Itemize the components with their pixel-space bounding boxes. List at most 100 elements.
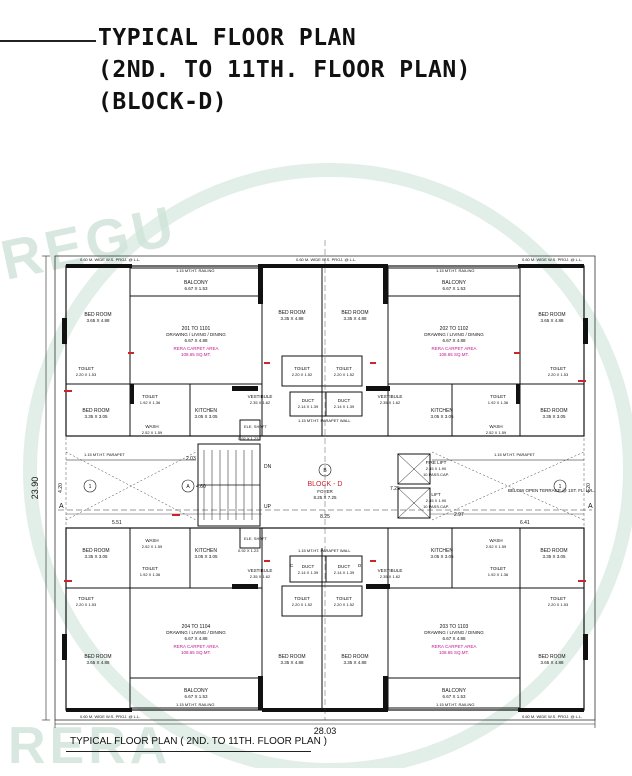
wash-tl-label: WASH <box>145 424 158 429</box>
drawing-caption: TYPICAL FLOOR PLAN ( 2ND. TO 11TH. FLOOR… <box>70 736 327 747</box>
parapet-wall-top: 1.15 MT.HT. PARAPET WALL <box>298 418 351 423</box>
dining-tl-label: DRAWING / LIVING / DINING <box>166 332 226 337</box>
toilet-or1-label: TOILET <box>550 366 566 371</box>
balcony-tl-label: BALCONY <box>184 280 209 286</box>
bedroom3-br-label: BED ROOM <box>540 548 567 554</box>
duct-t1-size: 2.14 X 1.39 <box>298 404 319 409</box>
parapet-wall-bottom: 1.15 MT.HT. PARAPET WALL <box>298 548 351 553</box>
dim-5-51: 5.51 <box>112 520 122 526</box>
grid-marker-a-circle: A <box>186 484 190 490</box>
fire-lift-capacity: 10 PASS.CAP. <box>423 472 449 477</box>
vestibule-br-size: 2.35 X 1.62 <box>380 574 401 579</box>
foyer-size: 8.25 X 7.25 <box>313 495 337 500</box>
wash-br-size: 2.52 X 1.59 <box>486 544 507 549</box>
toilet-c2-label: TOILET <box>336 366 352 371</box>
railing-note-br: 1.15 MT.HT. RAILING <box>436 702 474 707</box>
edge-note-bottom-right: 0.60 M. WIDE W.S. PROJ. @ L.L. <box>522 714 582 719</box>
carpet-tr-label: RERA CARPET AREA <box>432 346 477 351</box>
dining-br-size: 6.67 X 4.88 <box>442 636 466 641</box>
shaft-bottom-label: ELE. SHAFT <box>244 536 267 541</box>
unit-br-number: 203 TO 1103 <box>440 624 469 630</box>
balcony-tr-size: 6.67 X 1.53 <box>442 286 466 291</box>
duct-b1-label: DUCT <box>302 564 315 569</box>
overall-width: 28.03 <box>314 726 337 736</box>
edge-note-top-right: 0.60 M. WIDE W.S. PROJ. @ L.L. <box>522 257 582 262</box>
vestibule-bl-label: VESTIBULE <box>248 568 273 573</box>
vestibule-tr-label: VESTIBULE <box>378 394 403 399</box>
bedroom-tr-size: 3.65 X 4.88 <box>540 318 564 323</box>
toilet-ol1-label: TOILET <box>78 366 94 371</box>
lift-capacity: 10 PASS.CAP. <box>423 504 449 509</box>
toilet-s4-label: TOILET <box>490 566 506 571</box>
balcony-tl-size: 6.67 X 1.53 <box>184 286 208 291</box>
dining-tl-size: 6.67 X 4.88 <box>184 338 208 343</box>
overall-depth: 23.90 <box>30 477 40 500</box>
railing-note-tr: 1.15 MT.HT. RAILING <box>436 268 474 273</box>
edge-note-bottom-left: 0.60 M. WIDE W.S. PROJ. @ L.L. <box>80 714 140 719</box>
railing-note-bl: 1.15 MT.HT. RAILING <box>176 702 214 707</box>
grid-marker-1: 1 <box>89 484 92 490</box>
balcony-tr-label: BALCONY <box>442 280 467 286</box>
unit-tr-number: 202 TO 1102 <box>440 326 469 332</box>
railing-note-tl: 1.15 MT.HT. RAILING <box>176 268 214 273</box>
wash-br-label: WASH <box>489 538 502 543</box>
toilet-s3-size: 1.92 X 1.36 <box>140 572 161 577</box>
vestibule-tr-size: 2.35 X 1.62 <box>380 400 401 405</box>
carpet-tl-label: RERA CARPET AREA <box>174 346 219 351</box>
vestibule-tl-size: 2.35 X 1.62 <box>250 400 271 405</box>
page-title: TYPICAL FLOOR PLAN (2ND. TO 11TH. FLOOR … <box>98 22 471 118</box>
fire-lift-size: 2.45 X 1.90 <box>426 466 447 471</box>
kitchen-bl-size: 3.05 X 3.05 <box>194 554 218 559</box>
dining-bl-label: DRAWING / LIVING / DINING <box>166 630 226 635</box>
dimension-lines <box>42 255 596 728</box>
balcony-br-size: 6.67 X 1.53 <box>442 694 466 699</box>
shaft-bottom-size: 0.92 X 1.23 <box>238 548 259 553</box>
wash-tr-size: 2.52 X 1.59 <box>486 430 507 435</box>
duct-t2-label: DUCT <box>338 398 351 403</box>
duct-t1-label: DUCT <box>302 398 315 403</box>
center-dimension: 8.25 <box>320 514 330 520</box>
foyer-label: FOYER <box>317 489 333 494</box>
bedroom3-tl-size: 3.35 X 3.05 <box>84 414 108 419</box>
bedroom2-br-label: BED ROOM <box>341 654 368 660</box>
toilet-s1-label: TOILET <box>142 394 158 399</box>
title-line-2: (2ND. TO 11TH. FLOOR PLAN) <box>98 57 472 83</box>
stair-down-label: DN <box>264 464 272 470</box>
stair-up-label: UP <box>264 504 272 510</box>
duct-b2-label: DUCT <box>338 564 351 569</box>
wash-tr-label: WASH <box>489 424 502 429</box>
bedroom2-tr-label: BED ROOM <box>341 310 368 316</box>
grid-marker-c: C <box>290 563 294 568</box>
bedroom-bl-label: BED ROOM <box>84 654 111 660</box>
toilet-c4-label: TOILET <box>336 596 352 601</box>
balcony-bl-label: BALCONY <box>184 688 209 694</box>
bedroom2-br-size: 3.35 X 4.88 <box>343 660 367 665</box>
toilet-ol2-label: TOILET <box>78 596 94 601</box>
toilet-s4-size: 1.92 X 1.36 <box>488 572 509 577</box>
toilet-c4-size: 2.20 X 1.52 <box>334 602 355 607</box>
bedroom3-bl-size: 3.35 X 3.05 <box>84 554 108 559</box>
dim-2-03: 2.03 <box>186 456 196 462</box>
parapet-note-left: 1.15 MT.HT. PARAPET <box>84 452 125 457</box>
toilet-c1-label: TOILET <box>294 366 310 371</box>
lift-size: 2.45 X 1.90 <box>426 498 447 503</box>
title-line-1: TYPICAL FLOOR PLAN <box>98 25 357 51</box>
grid-marker-b: B <box>323 468 327 474</box>
open-terrace-note: BELOW OPEN TERRACE @ 1ST. FL. LVL. <box>508 488 595 493</box>
shaft-top-label: ELE. SHAFT <box>244 424 267 429</box>
toilet-or2-size: 2.20 X 1.53 <box>548 602 569 607</box>
toilet-ol1-size: 2.20 X 1.53 <box>76 372 97 377</box>
toilet-c1-size: 2.20 X 1.52 <box>292 372 313 377</box>
bedroom2-bl-label: BED ROOM <box>278 654 305 660</box>
bedroom-tr-label: BED ROOM <box>538 312 565 318</box>
dim-7-25: 7.25 <box>390 486 400 492</box>
dim-2-97: 2.97 <box>454 512 464 518</box>
unit-bl-number: 204 TO 1104 <box>182 624 211 630</box>
toilet-s2-label: TOILET <box>490 394 506 399</box>
dining-bl-size: 6.67 X 4.88 <box>184 636 208 641</box>
toilet-c3-label: TOILET <box>294 596 310 601</box>
grid-marker-d: D <box>358 563 362 568</box>
bedroom-tl-size: 3.65 X 4.88 <box>86 318 110 323</box>
wash-bl-label: WASH <box>145 538 158 543</box>
kitchen-tr-size: 3.05 X 3.05 <box>430 414 454 419</box>
